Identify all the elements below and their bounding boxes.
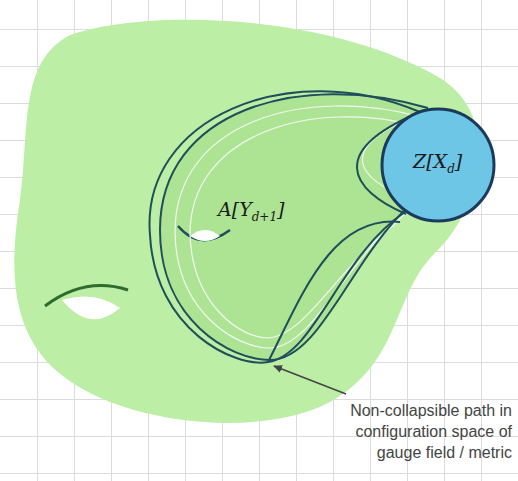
annotation-note: Non-collapsible path in configuration sp…: [324, 400, 512, 463]
math-label: A[Yd+1]: [218, 198, 284, 224]
math-label: Z[Xd]: [413, 150, 462, 176]
boundary-circle: Z[Xd]: [380, 107, 496, 223]
